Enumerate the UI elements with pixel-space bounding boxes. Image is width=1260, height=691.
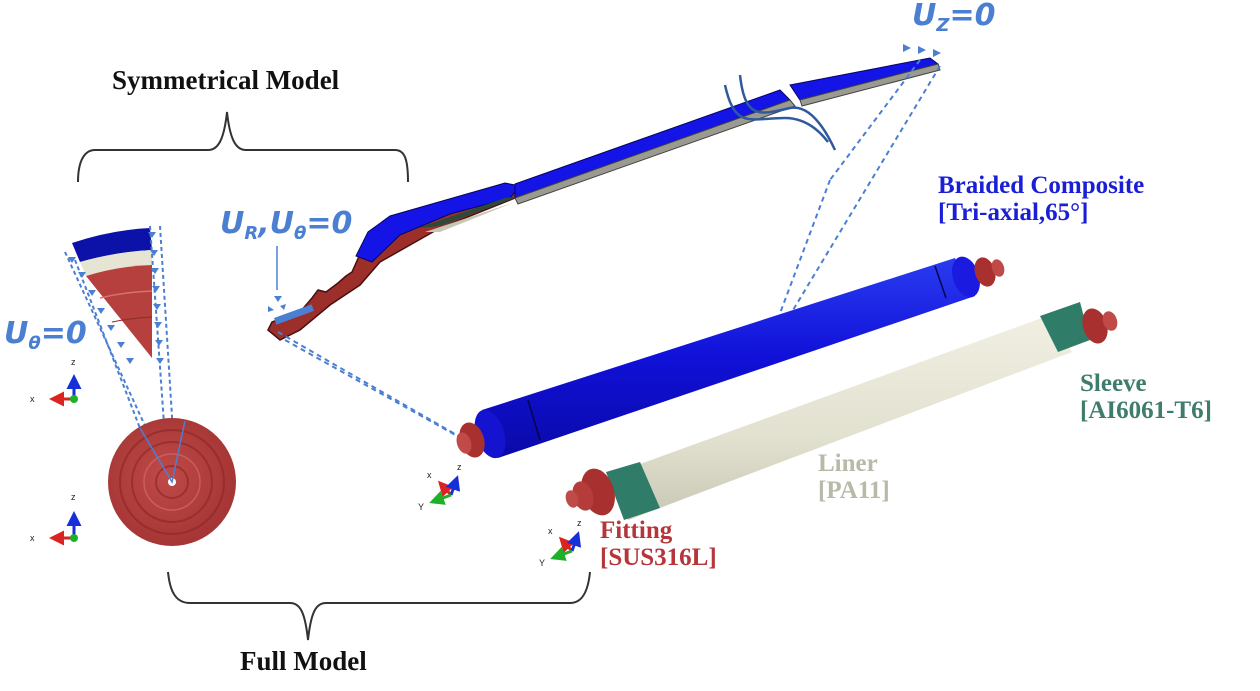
material-spec: [SUS316L] bbox=[600, 544, 717, 571]
u-theta-bc-markers bbox=[68, 232, 164, 364]
bc-variable: U bbox=[912, 0, 937, 33]
axis-label-x: x bbox=[30, 394, 35, 404]
braided-composite-tube bbox=[456, 256, 1005, 459]
bc-variable: U bbox=[269, 206, 295, 241]
material-spec: [PA11] bbox=[818, 477, 890, 504]
material-name: Liner bbox=[818, 450, 878, 477]
axis-label-z: z bbox=[577, 518, 582, 528]
u-z-bc-label: UZ=0 bbox=[912, 0, 995, 35]
u-z-bc-markers bbox=[903, 44, 941, 57]
axis-label-z: z bbox=[457, 462, 462, 472]
material-name: Fitting bbox=[600, 517, 673, 544]
symmetrical-model-brace bbox=[77, 111, 409, 183]
fitting-end-back bbox=[974, 257, 1005, 287]
axis-label-x: x bbox=[30, 533, 35, 543]
material-name: Braided Composite bbox=[938, 172, 1145, 199]
bc-subscript: θ bbox=[294, 223, 307, 244]
braided-composite-label: Braided Composite [Tri-axial,65°] bbox=[938, 172, 1144, 226]
break-marks bbox=[723, 74, 837, 151]
fitting-label: Fitting [SUS316L] bbox=[600, 517, 717, 571]
full-model-heading: Full Model bbox=[240, 646, 367, 676]
fitting-end-front bbox=[565, 468, 615, 516]
axis-label-y: Y bbox=[418, 502, 424, 512]
full-model-disc bbox=[108, 418, 236, 546]
axis-label-z: z bbox=[71, 492, 76, 502]
liner-label: Liner [PA11] bbox=[818, 450, 890, 504]
material-name: Sleeve bbox=[1080, 370, 1147, 397]
axis-triad-sector: x z bbox=[30, 357, 82, 407]
liner-tube bbox=[565, 302, 1118, 520]
axis-label-x: x bbox=[548, 526, 553, 536]
bc-variable: U bbox=[4, 316, 29, 351]
axis-triad-iso-2: x z Y bbox=[539, 518, 582, 568]
u-r-bc-markers bbox=[268, 246, 286, 312]
bc-value: =0 bbox=[949, 0, 996, 33]
symmetrical-model-heading: Symmetrical Model bbox=[112, 65, 340, 95]
axis-triad-disc: x z bbox=[30, 492, 82, 546]
full-model-brace bbox=[167, 571, 591, 641]
fitting-end-back bbox=[1082, 308, 1118, 344]
bc-value: =0 bbox=[40, 316, 87, 351]
axis-triad-iso-1: x z Y bbox=[418, 462, 462, 512]
bc-separator: , bbox=[258, 206, 270, 241]
fitting-end-front bbox=[456, 422, 485, 458]
bc-subscript: θ bbox=[28, 333, 41, 354]
axis-label-x: x bbox=[427, 470, 432, 480]
axisymmetric-section bbox=[267, 57, 941, 341]
symmetrical-sector bbox=[72, 228, 153, 358]
axis-label-z: z bbox=[71, 357, 76, 367]
projection-lines bbox=[277, 59, 941, 443]
u-theta-bc-label: Uθ=0 bbox=[4, 316, 87, 354]
bc-variable: U bbox=[220, 206, 245, 241]
axis-label-y: Y bbox=[539, 558, 545, 568]
bc-subscript: Z bbox=[936, 15, 950, 36]
u-r-u-theta-bc-label: UR,Uθ=0 bbox=[220, 206, 353, 244]
material-spec: [AI6061-T6] bbox=[1080, 397, 1212, 424]
bc-subscript: R bbox=[244, 223, 259, 244]
material-spec: [Tri-axial,65°] bbox=[938, 199, 1089, 226]
bc-value: =0 bbox=[306, 206, 353, 241]
sleeve-label: Sleeve [AI6061-T6] bbox=[1080, 370, 1212, 424]
